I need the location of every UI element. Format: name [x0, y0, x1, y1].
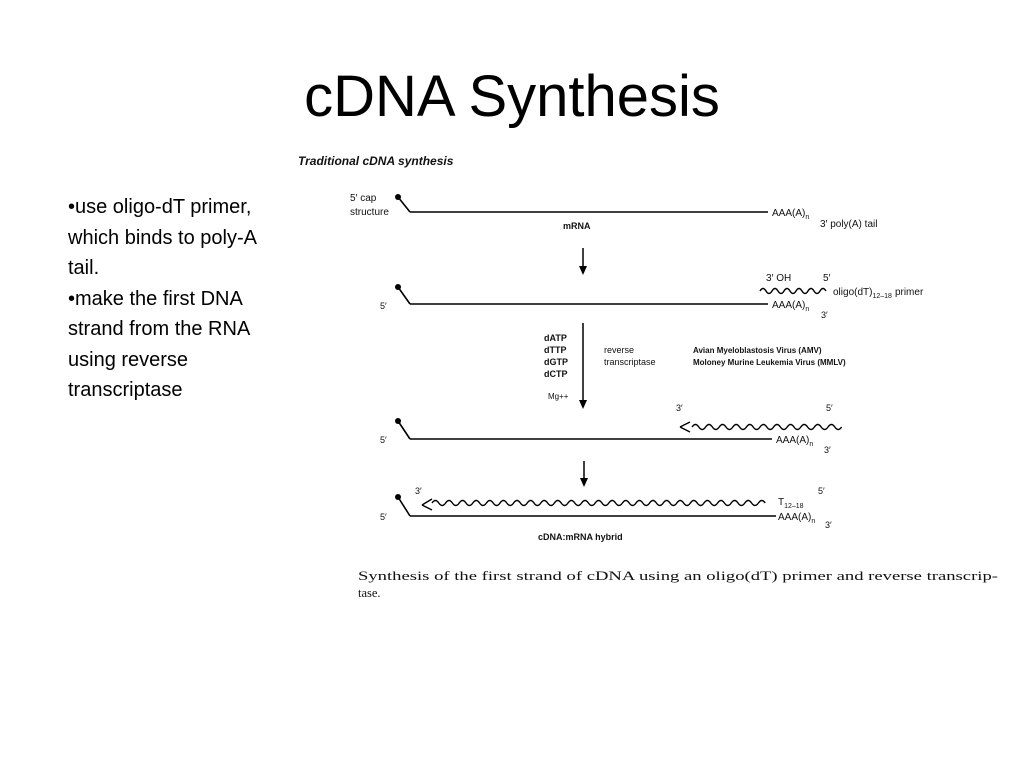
virus-label: Avian Myeloblastosis Virus (AMV)	[693, 346, 822, 355]
cdna-arrow	[679, 421, 691, 433]
oligo-dt-primer	[759, 287, 827, 295]
bullet-line: •make the first DNA	[68, 287, 243, 310]
three-prime-label: 3′	[676, 403, 683, 413]
figure-caption: Synthesis of the first strand of cDNA us…	[358, 569, 998, 583]
five-prime-label: 5′	[380, 512, 387, 522]
figure-svg: Traditional cDNA synthesis 5′ cap struct…	[298, 154, 998, 600]
reagent-label: dCTP	[544, 369, 568, 379]
cdna-arrow	[421, 498, 433, 511]
rt-label: transcriptase	[604, 357, 656, 367]
mrna-label: mRNA	[563, 221, 591, 231]
mrna-strand	[397, 496, 411, 517]
cap-label: structure	[350, 207, 389, 218]
five-prime-label: 5′	[818, 486, 825, 496]
reagent-label: dTTP	[544, 345, 567, 355]
bullet-line: •use oligo-dT primer,	[68, 196, 252, 218]
polya-label: AAA(A)n	[778, 512, 815, 525]
three-prime-label: 3′	[825, 520, 832, 530]
three-prime-label: 3′	[824, 445, 831, 455]
slide-title: cDNA Synthesis	[304, 64, 720, 129]
t-label: T12–18	[778, 497, 804, 510]
rt-label: reverse	[604, 345, 634, 355]
five-prime-label: 5′	[380, 301, 387, 311]
three-prime-label: 3′	[415, 486, 422, 496]
bullet-line: which binds to poly-A	[68, 226, 257, 249]
bullet-line: transcriptase	[68, 379, 183, 401]
reagent-label: dATP	[544, 333, 567, 343]
bullet-line: tail.	[68, 257, 100, 279]
arrow-head	[579, 400, 587, 409]
arrow-head	[579, 266, 587, 275]
hybrid-label: cDNA:mRNA hybrid	[538, 532, 623, 542]
bullet-list: •use oligo-dT primer, which binds to pol…	[68, 192, 318, 406]
polya-label: AAA(A)n	[772, 208, 809, 221]
five-prime-label: 5′	[826, 403, 833, 413]
five-prime-label: 5′	[823, 273, 831, 284]
figure-caption: tase.	[358, 586, 381, 600]
bullet-line: using reverse	[68, 348, 189, 371]
arrow-head	[580, 478, 588, 487]
cap-label: 5′ cap	[350, 193, 377, 204]
three-oh-label: 3′ OH	[766, 273, 791, 284]
figure-heading: Traditional cDNA synthesis	[298, 154, 454, 168]
mg-label: Mg++	[548, 392, 569, 401]
mrna-strand	[397, 420, 411, 440]
cdna-strand	[691, 423, 843, 431]
polya-tail-label: 3′ poly(A) tail	[820, 219, 877, 230]
bullet-line: strand from the RNA	[68, 318, 251, 340]
cdna-strand	[431, 499, 766, 507]
polya-label: AAA(A)n	[776, 435, 813, 448]
polya-label: AAA(A)n	[772, 300, 809, 313]
mrna-strand	[397, 196, 411, 213]
five-prime-label: 5′	[380, 435, 387, 445]
cdna-synthesis-figure: Traditional cDNA synthesis 5′ cap struct…	[290, 145, 1010, 625]
mrna-strand	[397, 286, 411, 305]
virus-label: Moloney Murine Leukemia Virus (MMLV)	[693, 358, 846, 367]
reagent-label: dGTP	[544, 357, 568, 367]
three-prime-label: 3′	[821, 310, 828, 320]
